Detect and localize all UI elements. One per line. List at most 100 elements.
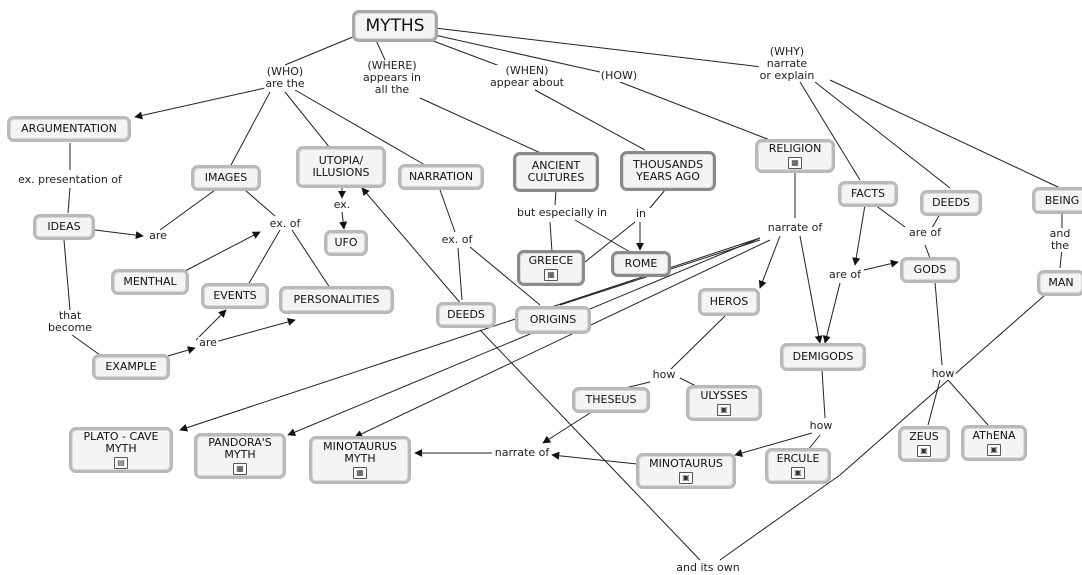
node-ideas[interactable]: IDEAS bbox=[33, 214, 95, 240]
node-utopia[interactable]: UTOPIA/ ILLUSIONS bbox=[296, 146, 386, 188]
node-thousands-years-ago[interactable]: THOUSANDS YEARS AGO bbox=[620, 151, 716, 191]
concept-map-icon[interactable]: ▦ bbox=[233, 463, 247, 475]
node-label: IMAGES bbox=[204, 171, 248, 184]
node-label: THOUSANDS YEARS AGO bbox=[632, 158, 704, 183]
image-icon[interactable]: ▣ bbox=[917, 445, 931, 457]
node-demigods[interactable]: DEMIGODS bbox=[780, 343, 866, 371]
link-label-are-example: are bbox=[198, 336, 218, 349]
node-athena[interactable]: AThENA ▣ bbox=[961, 425, 1027, 461]
link-label-in: in bbox=[634, 207, 648, 220]
node-zeus[interactable]: ZEUS ▣ bbox=[898, 426, 950, 462]
link-label-how: (HOW) bbox=[599, 69, 639, 82]
node-label: ERCULE bbox=[776, 452, 820, 465]
node-minotaurus-myth[interactable]: MINOTAURUS MYTH ▦ bbox=[309, 436, 411, 484]
link-label-ex-presentation: ex. presentation of bbox=[17, 173, 123, 186]
image-icon[interactable]: ▣ bbox=[791, 467, 805, 479]
node-label: FACTS bbox=[850, 187, 886, 200]
link-label-ex-utopia: ex. bbox=[332, 198, 352, 211]
node-deeds-left[interactable]: DEEDS bbox=[436, 302, 496, 328]
node-greece[interactable]: GREECE ▦ bbox=[517, 250, 585, 286]
node-events[interactable]: EVENTS bbox=[201, 283, 269, 309]
node-heros[interactable]: HEROS bbox=[698, 288, 760, 316]
node-label: UTOPIA/ ILLUSIONS bbox=[312, 154, 370, 179]
node-label: GODS bbox=[913, 263, 947, 276]
node-label: EVENTS bbox=[213, 289, 257, 302]
node-minotaurus[interactable]: MINOTAURUS ▣ bbox=[636, 453, 736, 489]
node-label: ULYSSES bbox=[700, 389, 748, 402]
node-label: EXAMPLE bbox=[105, 360, 157, 373]
node-label: HEROS bbox=[709, 295, 749, 308]
node-label: PLATO - CAVE MYTH bbox=[83, 430, 159, 455]
node-plato-cave-myth[interactable]: PLATO - CAVE MYTH ▤ bbox=[69, 427, 173, 473]
link-label-how-heros: how bbox=[651, 368, 677, 381]
image-icon[interactable]: ▣ bbox=[717, 404, 731, 416]
link-label-how-demigods: how bbox=[808, 419, 834, 432]
document-icon[interactable]: ▤ bbox=[114, 457, 128, 469]
node-example[interactable]: EXAMPLE bbox=[92, 354, 170, 380]
node-being[interactable]: BEING bbox=[1032, 187, 1082, 214]
node-ulysses[interactable]: ULYSSES ▣ bbox=[686, 385, 762, 421]
node-label: DEEDS bbox=[932, 196, 970, 209]
link-label-are-of-facts: are of bbox=[908, 226, 942, 239]
node-narration[interactable]: NARRATION bbox=[398, 164, 484, 190]
node-gods[interactable]: GODS bbox=[900, 257, 960, 283]
link-label-ex-of-narration: ex. of bbox=[440, 233, 474, 246]
node-label: RELIGION bbox=[768, 142, 822, 155]
link-label-and-the: and the bbox=[1048, 227, 1072, 252]
node-personalities[interactable]: PERSONALITIES bbox=[279, 286, 394, 314]
node-facts[interactable]: FACTS bbox=[838, 181, 898, 207]
link-label-ex-of-images: ex. of bbox=[268, 217, 302, 230]
link-label-how-gods: how bbox=[930, 367, 956, 380]
node-images[interactable]: IMAGES bbox=[191, 165, 261, 191]
node-pandoras-myth[interactable]: PANDORA'S MYTH ▦ bbox=[194, 433, 286, 479]
node-ancient-cultures[interactable]: ANCIENT CULTURES bbox=[513, 152, 599, 192]
concept-map-icon[interactable]: ▦ bbox=[544, 269, 558, 281]
node-label: MINOTAURUS bbox=[649, 457, 723, 470]
node-label: ANCIENT CULTURES bbox=[527, 159, 585, 184]
node-theseus[interactable]: THESEUS bbox=[572, 387, 650, 413]
image-icon[interactable]: ▣ bbox=[987, 444, 1001, 456]
node-label: BEING bbox=[1044, 193, 1080, 207]
node-ufo[interactable]: UFO bbox=[324, 230, 368, 256]
node-label: ARGUMENTATION bbox=[21, 122, 117, 135]
link-label-why: (WHY) narrate or explain bbox=[758, 45, 816, 82]
node-label: MINOTAURUS MYTH bbox=[323, 440, 397, 465]
node-label: AThENA bbox=[972, 429, 1016, 442]
link-label-and-its-own: and its own bbox=[675, 561, 741, 574]
concept-map-icon[interactable]: ▦ bbox=[353, 467, 367, 479]
node-label: DEMIGODS bbox=[792, 350, 854, 363]
node-label: IDEAS bbox=[47, 220, 81, 233]
node-menthal[interactable]: MENTHAL bbox=[111, 269, 189, 295]
node-label: ZEUS bbox=[909, 430, 939, 443]
node-label: MYTHS bbox=[365, 16, 425, 36]
link-label-where: (WHERE) appears in all the bbox=[362, 59, 422, 96]
image-icon[interactable]: ▣ bbox=[679, 472, 693, 484]
node-label: MAN bbox=[1048, 276, 1074, 289]
node-label: DEEDS bbox=[447, 308, 485, 321]
node-label: GREECE bbox=[528, 254, 574, 267]
node-label: PERSONALITIES bbox=[293, 293, 380, 306]
node-label: UFO bbox=[334, 236, 358, 249]
node-rome[interactable]: ROME bbox=[611, 251, 671, 277]
node-label: MENTHAL bbox=[123, 275, 177, 288]
link-label-narrate-of-religion: narrate of bbox=[766, 221, 824, 234]
concept-map-icon[interactable]: ▦ bbox=[788, 157, 802, 169]
node-origins[interactable]: ORIGINS bbox=[515, 306, 591, 334]
node-ercule[interactable]: ERCULE ▣ bbox=[765, 448, 831, 484]
node-argumentation[interactable]: ARGUMENTATION bbox=[7, 116, 131, 142]
link-label-that-become: that become bbox=[46, 309, 94, 334]
node-label: PANDORA'S MYTH bbox=[208, 436, 272, 461]
link-label-are-ideas: are bbox=[148, 229, 168, 242]
node-label: THESEUS bbox=[585, 393, 637, 406]
node-man[interactable]: MAN bbox=[1037, 270, 1082, 296]
link-label-are-of-gods: are of bbox=[828, 268, 862, 281]
link-label-who: (WHO) are the bbox=[264, 65, 306, 90]
node-myths[interactable]: MYTHS bbox=[352, 10, 438, 42]
node-religion[interactable]: RELIGION ▦ bbox=[755, 139, 835, 173]
link-label-when: (WHEN) appear about bbox=[489, 64, 565, 89]
node-label: ORIGINS bbox=[529, 313, 577, 326]
node-deeds-right[interactable]: DEEDS bbox=[920, 190, 982, 216]
link-label-but-especially: but especially in bbox=[515, 206, 609, 219]
link-label-narrate-of-bottom: narrate of bbox=[493, 446, 551, 459]
